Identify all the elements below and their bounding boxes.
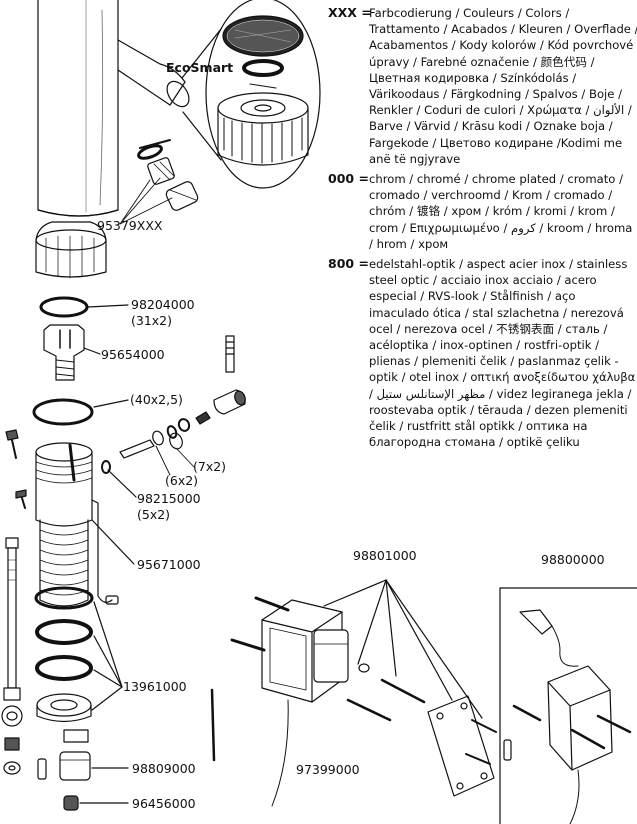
o-ring-31x2: [39, 296, 129, 318]
legend-code: XXX =: [328, 5, 372, 20]
legend-row-800: 800 = edelstahl-optik / aspect acier ino…: [328, 256, 637, 450]
legend-description: chrom / chromé / chrome plated / cromato…: [369, 172, 633, 251]
aerator-detail-circle: [181, 0, 321, 189]
legend-code: 800 =: [328, 256, 369, 272]
ecosmart-label: EcoSmart: [166, 60, 234, 75]
part-98215000-label: 98215000: [137, 491, 201, 506]
dim-7x2-label: (7x2): [193, 459, 227, 474]
bottom-fittings: [59, 729, 129, 811]
part-13961000-label: 13961000: [123, 679, 187, 694]
part-98800000-label: 98800000: [541, 552, 605, 567]
o-ring-40x2-5: [32, 398, 129, 426]
solenoid-valve: [43, 324, 101, 381]
seal-rings: [34, 586, 123, 723]
part-95379xxx-label: 95379XXX: [97, 218, 163, 233]
aerator-parts: [119, 139, 199, 225]
part-95654000-label: 95654000: [101, 347, 165, 362]
dim-40x2-5-label: (40x2,5): [130, 392, 183, 407]
valve-pin: [225, 335, 235, 373]
legend-description: Farbcodierung / Couleurs / Colors / Trat…: [369, 6, 637, 166]
dim-6x2-label: (6x2): [165, 473, 199, 488]
legend-row-000: 000 = chrom / chromé / chrome plated / c…: [328, 171, 637, 252]
part-98801000-label: 98801000: [353, 548, 417, 563]
cover-plate: [323, 579, 497, 797]
part-96456000-label: 96456000: [132, 796, 196, 811]
control-box: [261, 599, 349, 807]
legend-row-xxx: XXX = Farbcodierung / Couleurs / Colors …: [328, 5, 637, 167]
legend-description: edelstahl-optik / aspect acier inox / st…: [369, 257, 636, 450]
mounting-screws: [210, 596, 512, 762]
cap-part: [35, 221, 107, 279]
dim-31x2-label: (31x2): [131, 313, 173, 328]
valve-stem-assembly: [101, 389, 246, 498]
supply-hose: [1, 537, 47, 780]
legend-code: 000 =: [328, 171, 369, 187]
small-screws-left: [5, 429, 27, 509]
part-98204000-label: 98204000: [131, 297, 195, 312]
faucet-body: [37, 0, 190, 217]
color-code-legend: XXX = Farbcodierung / Couleurs / Colors …: [328, 5, 637, 450]
power-supply-box: [499, 587, 637, 824]
main-housing: [35, 442, 135, 607]
dim-5x2-label: (5x2): [137, 507, 171, 522]
part-98809000-label: 98809000: [132, 761, 196, 776]
part-95671000-label: 95671000: [137, 557, 201, 572]
part-97399000-label: 97399000: [296, 762, 360, 777]
